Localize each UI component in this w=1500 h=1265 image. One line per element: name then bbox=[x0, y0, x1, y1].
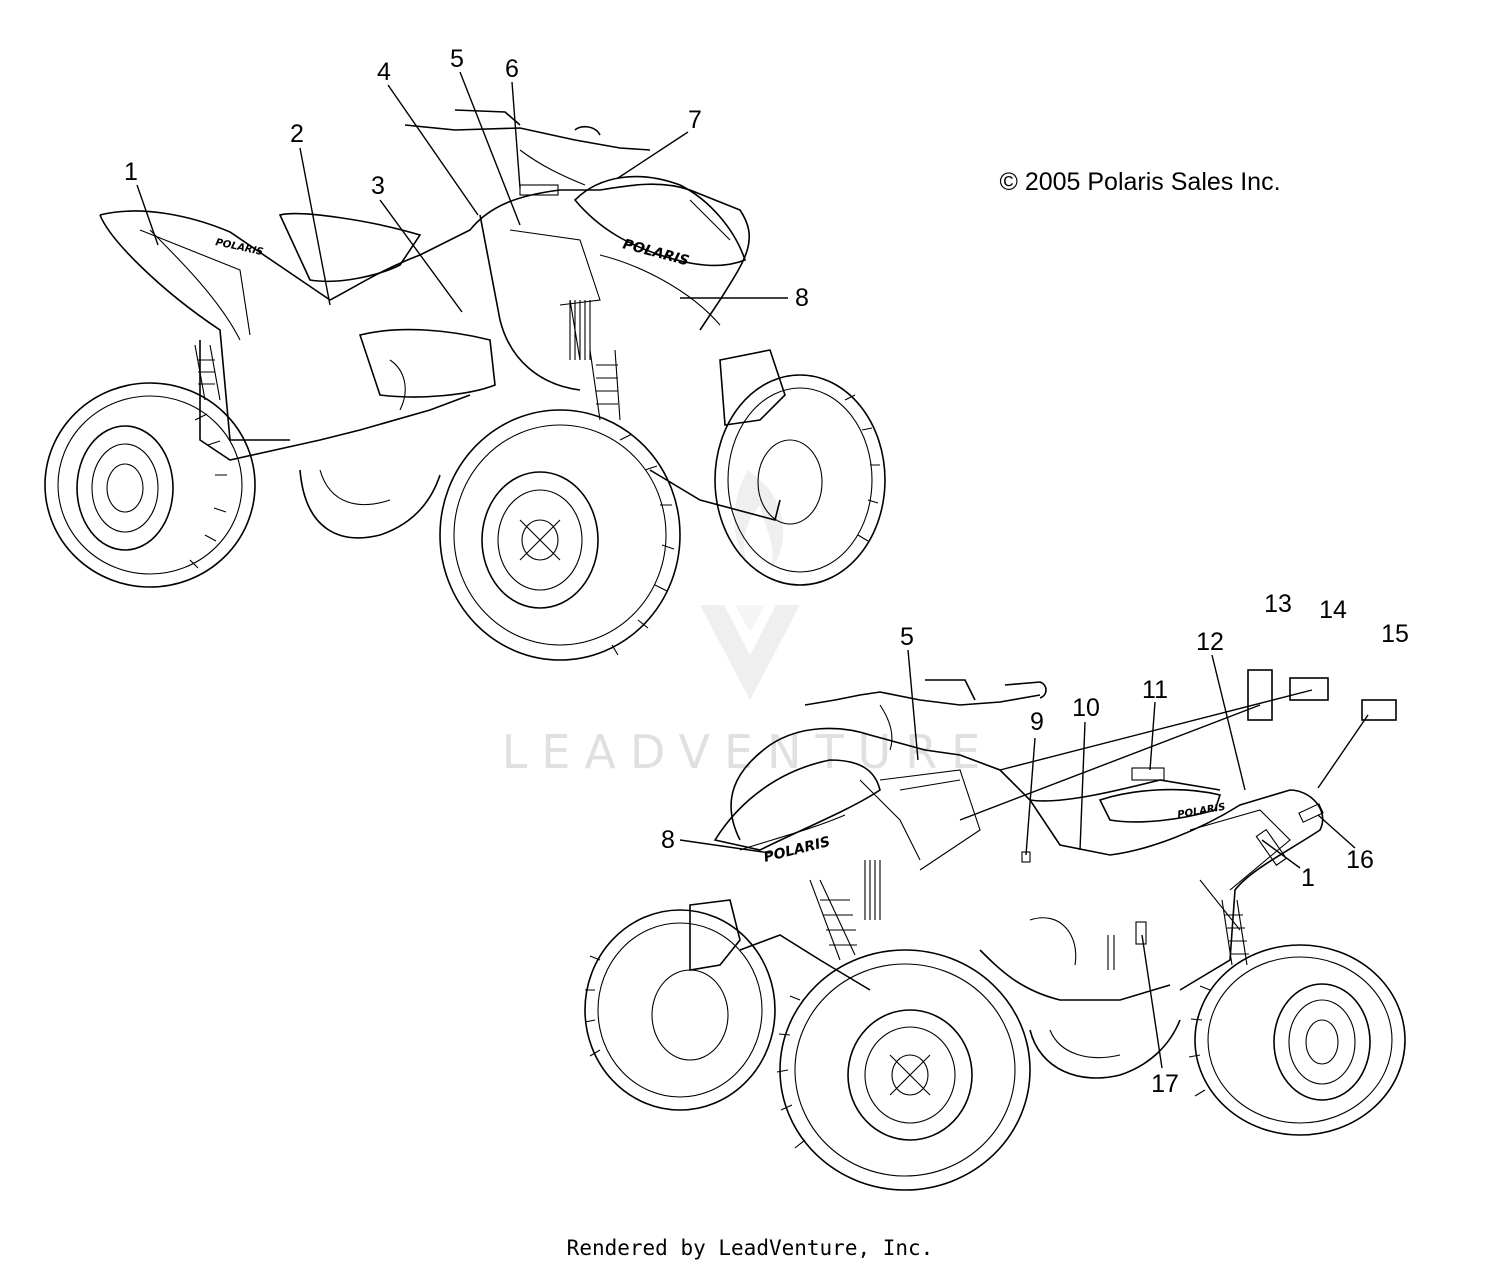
callout-lower-5: 5 bbox=[900, 623, 914, 651]
lower-front-brand-decal: POLARIS bbox=[762, 834, 832, 866]
lower-decal-16-shape bbox=[1298, 803, 1324, 823]
callout-lower-15: 15 bbox=[1381, 620, 1409, 648]
upper-rear-left-wheel bbox=[44, 382, 256, 588]
lower-decal-1-shape bbox=[1255, 828, 1288, 866]
callout-lower-14: 14 bbox=[1319, 596, 1347, 624]
lower-leader-lines bbox=[679, 649, 1369, 1069]
callout-lower-9: 9 bbox=[1030, 708, 1044, 736]
lower-decal-11-shape bbox=[1131, 767, 1165, 781]
upper-front-far-wheel bbox=[714, 374, 886, 586]
callout-upper-8: 8 bbox=[795, 284, 809, 312]
callout-upper-5: 5 bbox=[450, 45, 464, 73]
lower-rear-near-wheel bbox=[1188, 944, 1406, 1136]
callout-lower-10: 10 bbox=[1072, 694, 1100, 722]
callout-upper-1: 1 bbox=[124, 158, 138, 186]
callout-lower-16: 16 bbox=[1346, 846, 1374, 874]
callout-upper-2: 2 bbox=[290, 120, 304, 148]
lower-front-far-wheel bbox=[584, 909, 776, 1111]
upper-front-near-wheel bbox=[439, 409, 681, 661]
callout-lower-13: 13 bbox=[1264, 590, 1292, 618]
callout-lower-12: 12 bbox=[1196, 628, 1224, 656]
watermark-logo bbox=[700, 470, 800, 700]
upper-rear-brand-decal: POLARIS bbox=[214, 237, 264, 258]
callout-lower-8: 8 bbox=[661, 826, 675, 854]
callout-lower-11: 11 bbox=[1142, 676, 1168, 704]
callout-upper-7: 7 bbox=[688, 106, 702, 134]
decal-15-box bbox=[1361, 699, 1397, 721]
callout-lower-17: 17 bbox=[1151, 1070, 1179, 1098]
callout-upper-3: 3 bbox=[371, 172, 385, 200]
decal-14-box bbox=[1289, 677, 1329, 701]
footer-credit: Rendered by LeadVenture, Inc. bbox=[567, 1236, 934, 1260]
callout-upper-6: 6 bbox=[505, 55, 519, 83]
upper-rear-right-wheel bbox=[299, 469, 441, 539]
lower-atv-illustration bbox=[584, 679, 1406, 1191]
upper-leader-lines bbox=[136, 71, 788, 313]
lower-rear-far-wheel bbox=[1029, 1019, 1181, 1079]
lower-decal-17-shape bbox=[1135, 921, 1147, 945]
upper-decal-6-shape bbox=[519, 184, 559, 196]
callout-lower-1: 1 bbox=[1301, 864, 1315, 892]
lower-front-near-wheel bbox=[776, 949, 1031, 1191]
copyright-notice: © 2005 Polaris Sales Inc. bbox=[999, 168, 1280, 196]
decal-13-box bbox=[1247, 669, 1273, 721]
callout-upper-4: 4 bbox=[377, 58, 391, 86]
upper-atv-illustration bbox=[44, 109, 886, 661]
upper-front-brand-decal: POLARIS bbox=[621, 236, 691, 269]
watermark-text: LEADVENTURE bbox=[502, 725, 995, 779]
